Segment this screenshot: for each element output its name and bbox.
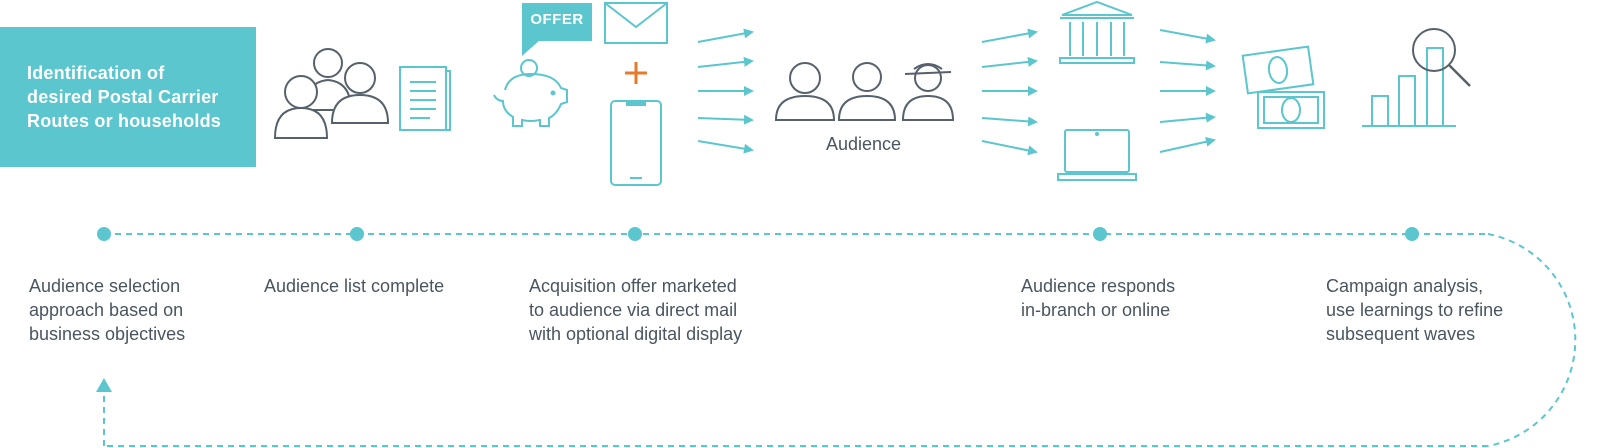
timeline-dashed-loop [103, 233, 1577, 447]
step-1-caption: Audience selection approach based on bus… [29, 274, 185, 346]
timeline-dots [97, 227, 1419, 241]
header-line-1: Identification of [27, 63, 165, 83]
step-2-line-1: Audience list complete [264, 276, 445, 296]
audience-label: Audience [826, 134, 902, 154]
timeline-return-arrowhead [96, 378, 112, 392]
step-5-line-1: Campaign analysis, [1326, 276, 1484, 296]
timeline-dot-2 [350, 227, 364, 241]
header-line-2: desired Postal Carrier [27, 87, 219, 107]
bank-icon [1059, 0, 1135, 64]
step-1-line-1: Audience selection [29, 276, 181, 296]
cash-icon [1241, 45, 1325, 129]
timeline-dot-5 [1405, 227, 1419, 241]
header-box: Identification of desired Postal Carrier… [0, 27, 256, 167]
piggy-bank-icon [493, 59, 568, 127]
step-2-caption: Audience list complete [264, 274, 444, 298]
bar-chart-magnifier-icon [1362, 28, 1471, 127]
arrows-to-revenue [1159, 29, 1216, 153]
step-1-line-2: approach based on [29, 300, 184, 320]
step-3-caption: Acquisition offer marketed to audience v… [529, 274, 742, 346]
step-5-caption: Campaign analysis, use learnings to refi… [1326, 274, 1503, 346]
timeline-dot-4 [1093, 227, 1107, 241]
step-3-line-3: with optional digital display [529, 324, 743, 344]
envelope-icon [604, 2, 668, 44]
timeline-dot-1 [97, 227, 111, 241]
smartphone-icon [610, 100, 662, 186]
offer-badge-text: OFFER [530, 11, 584, 28]
offer-bubble-icon [522, 3, 592, 56]
arrows-to-channels [981, 28, 1038, 156]
step-4-line-2: in-branch or online [1021, 300, 1171, 320]
step-3-line-2: to audience via direct mail [529, 300, 738, 320]
document-icon [399, 66, 451, 131]
plus-icon [625, 62, 647, 84]
step-3-line-1: Acquisition offer marketed [529, 276, 737, 296]
audience-people-icon [774, 62, 955, 121]
step-4-line-1: Audience responds [1021, 276, 1176, 296]
step-5-line-3: subsequent waves [1326, 324, 1476, 344]
header-line-3: Routes or households [27, 111, 222, 131]
step-5-line-2: use learnings to refine [1326, 300, 1504, 320]
laptop-icon [1057, 129, 1137, 181]
arrows-to-audience [697, 28, 754, 154]
step-1-line-3: business objectives [29, 324, 186, 344]
timeline-dot-3 [628, 227, 642, 241]
family-icon [273, 48, 390, 139]
step-4-caption: Audience responds in-branch or online [1021, 274, 1175, 322]
